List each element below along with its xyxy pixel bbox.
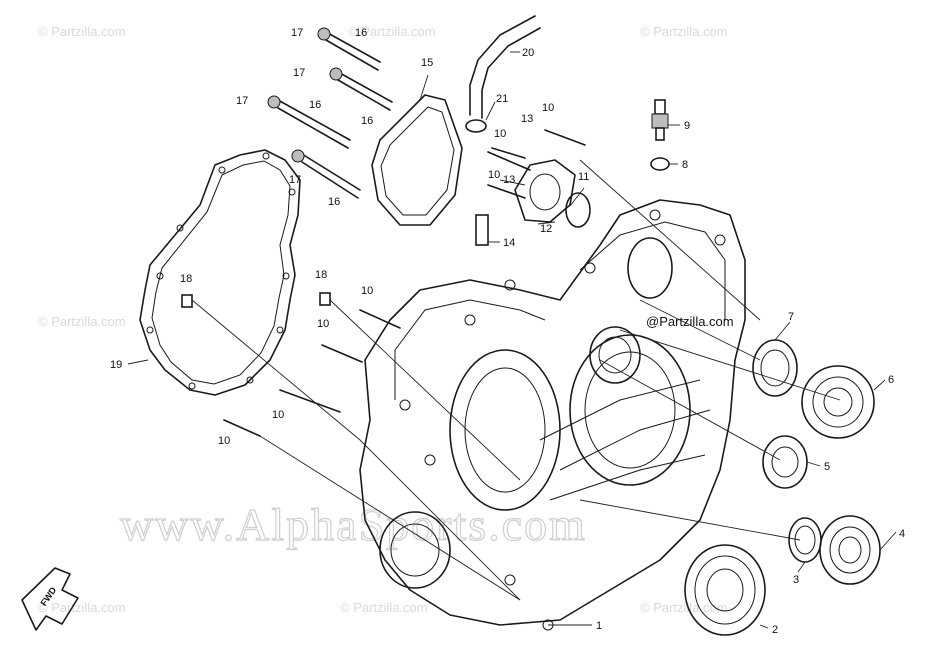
- callout-17-c: 17: [236, 95, 248, 107]
- callout-10-c: 10: [361, 285, 373, 297]
- watermark-bottom-left: © Partzilla.com: [38, 600, 126, 615]
- callout-16-d: 16: [328, 196, 340, 208]
- watermark-mid-left: © Partzilla.com: [38, 314, 126, 329]
- callout-4: 4: [899, 528, 905, 540]
- watermark-top-right: © Partzilla.com: [640, 24, 728, 39]
- callout-18-a: 18: [180, 273, 192, 285]
- callout-7: 7: [788, 311, 794, 323]
- callout-10-e: 10: [272, 409, 284, 421]
- callout-1: 1: [596, 620, 602, 632]
- gasket-19: [139, 149, 301, 396]
- callout-10-a: 10: [542, 102, 554, 114]
- callout-16-b: 16: [309, 99, 321, 111]
- cover-12: [514, 159, 576, 223]
- leader-lines: [127, 51, 897, 629]
- brand-label: @Partzilla.com: [646, 314, 734, 329]
- callout-3: 3: [793, 574, 799, 586]
- corner-watermarks: © Partzilla.com © Partzilla.com © Partzi…: [38, 24, 728, 615]
- callouts: 1 2 3 4 5 6 7 8 9 10 10 10 10 10 10 10 1…: [110, 27, 905, 636]
- watermark-bottom-center: © Partzilla.com: [340, 600, 428, 615]
- bearing-6: [801, 365, 875, 439]
- callout-9: 9: [684, 120, 690, 132]
- callout-11: 11: [578, 171, 589, 183]
- watermark-top-center: © Partzilla.com: [348, 24, 436, 39]
- o-ring-11: [565, 192, 591, 228]
- callout-13-b: 13: [503, 174, 515, 186]
- oil-seal-3: [788, 517, 822, 563]
- callout-10-b: 10: [494, 128, 506, 140]
- callout-15: 15: [421, 57, 433, 69]
- gasket-15: [371, 94, 463, 226]
- callout-20: 20: [522, 47, 534, 59]
- bearing-2: [684, 544, 766, 636]
- callout-14: 14: [503, 237, 515, 249]
- forward-arrow-icon: FWD: [21, 567, 79, 631]
- callout-2: 2: [772, 624, 778, 636]
- bearing-4: [819, 515, 881, 585]
- callout-5: 5: [824, 461, 830, 473]
- watermark-center: www.AlphaSports.com: [120, 499, 587, 550]
- callout-17-b: 17: [293, 67, 305, 79]
- hose-20: [469, 15, 541, 119]
- fasteners: [181, 27, 586, 437]
- crankcase-body: [359, 199, 746, 631]
- callout-8: 8: [682, 159, 688, 171]
- clamp-21: [465, 119, 487, 133]
- callout-12: 12: [540, 223, 552, 235]
- watermark-bottom-right: © Partzilla.com: [640, 600, 728, 615]
- callout-6: 6: [888, 374, 894, 386]
- sensor-9: [651, 99, 669, 141]
- callout-16-a: 16: [355, 27, 367, 39]
- washer-8: [650, 157, 670, 171]
- callout-17-d: 17: [289, 174, 301, 186]
- watermark-top-left: © Partzilla.com: [38, 24, 126, 39]
- bearing-5: [762, 435, 808, 489]
- callout-10-d: 10: [317, 318, 329, 330]
- callout-19: 19: [110, 359, 122, 371]
- callout-18-b: 18: [315, 269, 327, 281]
- oil-seal-7: [752, 339, 798, 397]
- callout-17-a: 17: [291, 27, 303, 39]
- callout-10-f: 10: [218, 435, 230, 447]
- callout-21: 21: [496, 93, 508, 105]
- pipe-14: [475, 214, 489, 246]
- callout-10-g: 10: [488, 169, 500, 181]
- callout-16-c: 16: [361, 115, 373, 127]
- callout-13-a: 13: [521, 113, 533, 125]
